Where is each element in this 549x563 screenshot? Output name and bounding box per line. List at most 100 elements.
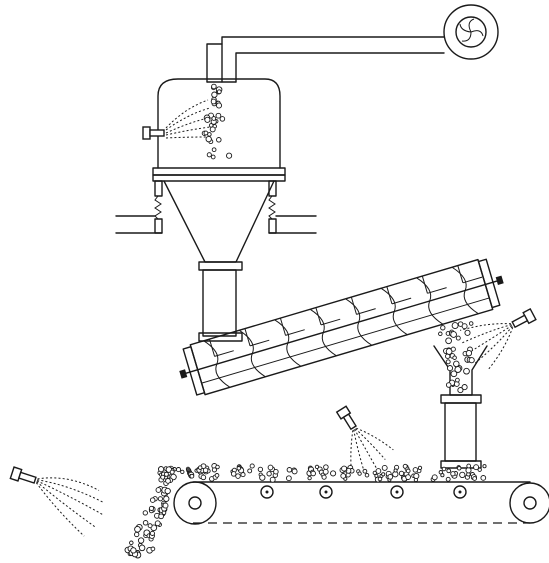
screw-bottom-line (201, 297, 490, 384)
belt-particle (267, 464, 274, 471)
belt-particle (235, 473, 241, 479)
belt-particle (310, 470, 316, 477)
discharge-particle (129, 540, 134, 546)
screw-flight (203, 340, 231, 388)
hopper-particles (438, 321, 475, 394)
exhaust-fan (443, 4, 499, 60)
screw-flight (451, 266, 479, 315)
belt-particle (450, 471, 456, 477)
belt-particle (175, 467, 182, 473)
chamber-particle (210, 154, 216, 160)
belt-particle (330, 470, 337, 477)
belt-particle (215, 464, 220, 470)
hopper-particle (438, 331, 443, 337)
belt-particle (286, 467, 293, 473)
right-pulley (509, 482, 549, 524)
hopper-particle (450, 331, 457, 338)
hopper-particle (445, 359, 451, 365)
screw-flights (203, 265, 483, 388)
hopper-spray-nozzle (459, 307, 537, 371)
belt-particle (417, 465, 423, 471)
chamber-spray-nozzle (142, 99, 213, 140)
discharge-particle (162, 502, 169, 509)
belt-particle (381, 464, 388, 471)
hopper-particle (452, 355, 457, 360)
belt-particle (413, 472, 420, 480)
nozzle-body-icon (149, 129, 165, 137)
belt-particle (189, 473, 195, 479)
belt-particle (393, 468, 398, 473)
discharge-particle (142, 520, 149, 526)
left-pulley (173, 481, 217, 525)
hopper-pipe (444, 402, 477, 462)
belt-particle (477, 467, 482, 472)
belt-particle (364, 472, 370, 478)
chamber-particle (204, 116, 211, 123)
chamber-particle (205, 135, 212, 143)
spray-chamber (152, 78, 286, 182)
fan-blades-icon (459, 18, 484, 42)
belt-particle (402, 463, 408, 469)
belt-particle (307, 475, 312, 481)
nozzle-body-icon (342, 413, 357, 431)
hopper-particle (464, 329, 471, 336)
discharge-particle (142, 510, 148, 516)
fan-rotor-ring (455, 16, 487, 48)
belt-particle (374, 473, 379, 478)
belt-particle (472, 476, 477, 481)
screw-flight (238, 329, 266, 378)
chamber-particle (203, 130, 209, 136)
spring-mounts (154, 180, 277, 234)
belt-particle (482, 464, 487, 469)
belt-particle (314, 464, 320, 470)
belt-particle (214, 473, 220, 478)
down-pipe (202, 269, 237, 337)
fan-housing (443, 4, 499, 60)
hopper-particle (445, 348, 453, 355)
screw-flight-edge (350, 296, 376, 315)
belt-conveyor (173, 481, 549, 525)
hopper-particle (461, 323, 468, 330)
screw-shaft (181, 279, 502, 375)
chamber-particle (211, 83, 217, 90)
belt-particle (446, 468, 452, 474)
belt-particle (257, 466, 264, 473)
screw-flight-edge (457, 265, 483, 284)
belt-particle (466, 463, 472, 469)
belt-particle (158, 466, 165, 473)
hopper-particle (445, 337, 452, 345)
belt-particle (247, 468, 253, 474)
belt-particle (405, 468, 411, 474)
discharge-particle (150, 546, 156, 552)
belt-particle (202, 467, 209, 473)
screw-flight-edge (315, 307, 341, 326)
hopper-particle (440, 325, 446, 331)
discharge-particle (154, 520, 161, 527)
hopper-particle (465, 349, 473, 357)
hopper-flange (440, 394, 482, 404)
hopper-particle (446, 365, 454, 372)
belt-particle (445, 476, 451, 482)
cone-outlet-flange (198, 261, 243, 271)
discharge-particle (134, 525, 141, 533)
left-spring-mount (154, 180, 163, 234)
discharge-particle (163, 471, 169, 477)
discharge-particle (148, 505, 155, 511)
hopper-particle (450, 346, 456, 352)
belt-particle (387, 473, 394, 480)
discharge-particle (163, 495, 170, 502)
belt-particle (340, 473, 347, 479)
chamber-particle (215, 112, 222, 119)
shaft-bearing-left (179, 369, 188, 379)
belt-particle (286, 475, 292, 482)
belt-particle (321, 474, 327, 480)
screw-flight (380, 287, 408, 336)
screw-flight (345, 298, 373, 346)
belt-particle (323, 464, 329, 470)
hopper-particle (450, 370, 458, 378)
hopper-particle (455, 377, 460, 383)
hopper-particle (457, 387, 464, 394)
right-spring-mount (268, 180, 277, 234)
belt-particle (438, 470, 443, 475)
